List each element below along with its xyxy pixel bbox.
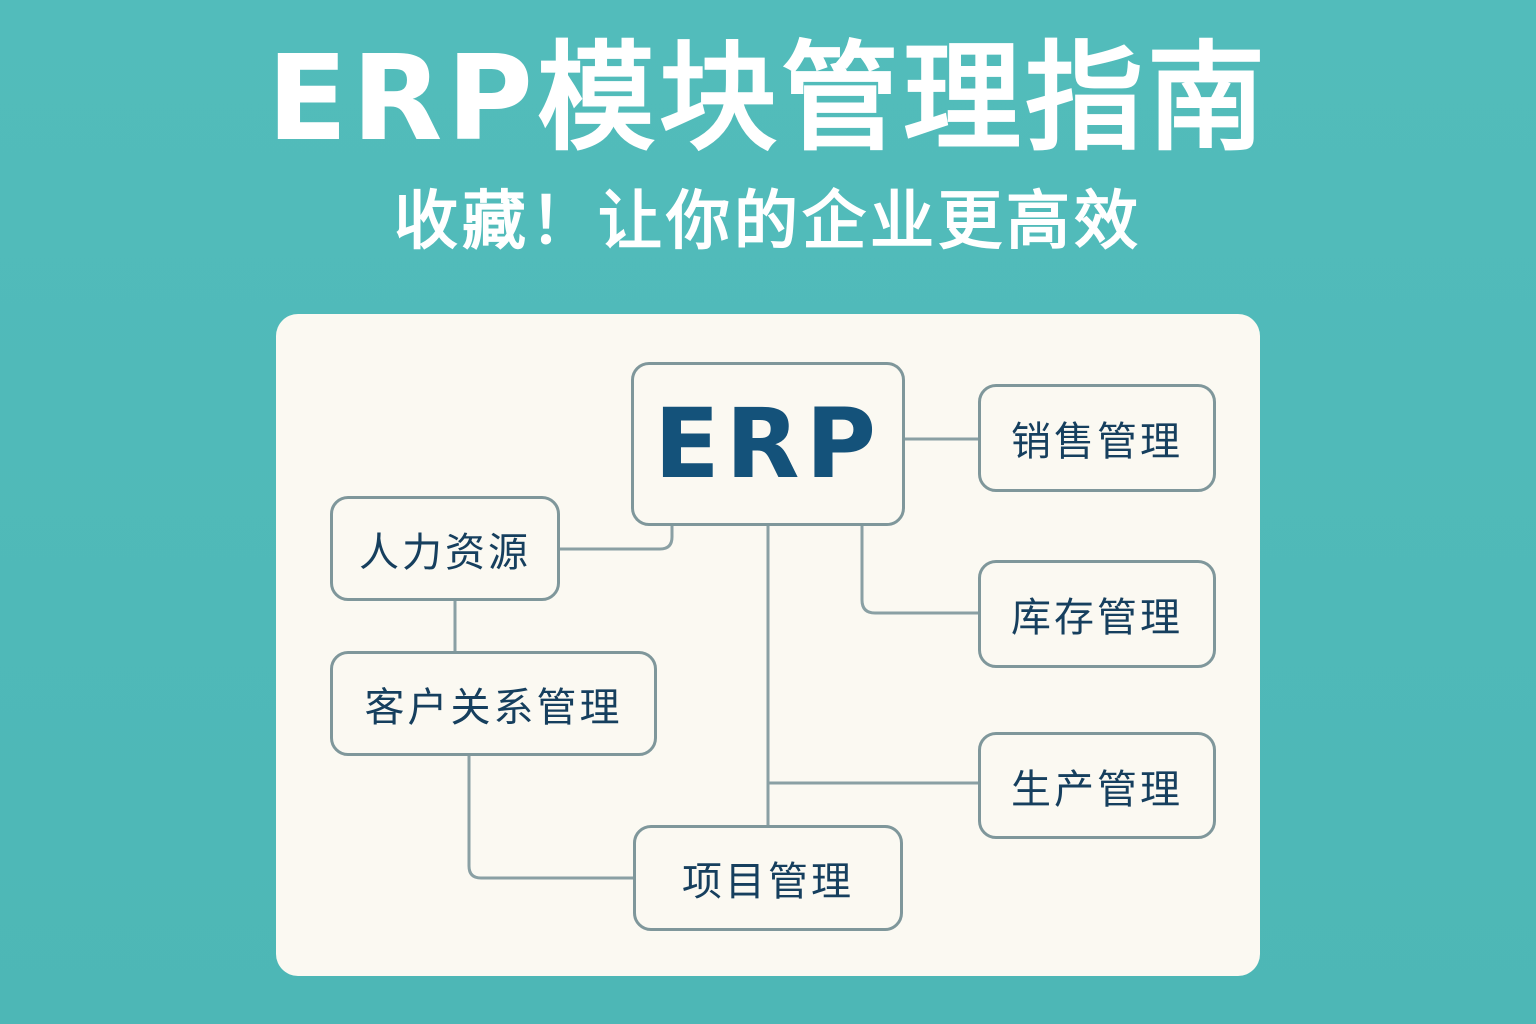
- hr-node: 人力资源: [330, 496, 560, 601]
- page-subtitle: 收藏！让你的企业更高效: [394, 185, 1142, 259]
- connector-crm-project: [467, 755, 633, 880]
- inventory-node: 库存管理: [978, 560, 1216, 668]
- sales-node: 销售管理: [978, 384, 1216, 492]
- page-title: ERP模块管理指南: [267, 29, 1269, 167]
- connector-erp-inventory: [860, 526, 978, 615]
- production-node: 生产管理: [978, 732, 1216, 839]
- project-node: 项目管理: [633, 825, 903, 931]
- connector-erp-hr: [559, 526, 674, 551]
- erp-root-node: ERP: [631, 362, 905, 526]
- crm-node: 客户关系管理: [330, 651, 657, 756]
